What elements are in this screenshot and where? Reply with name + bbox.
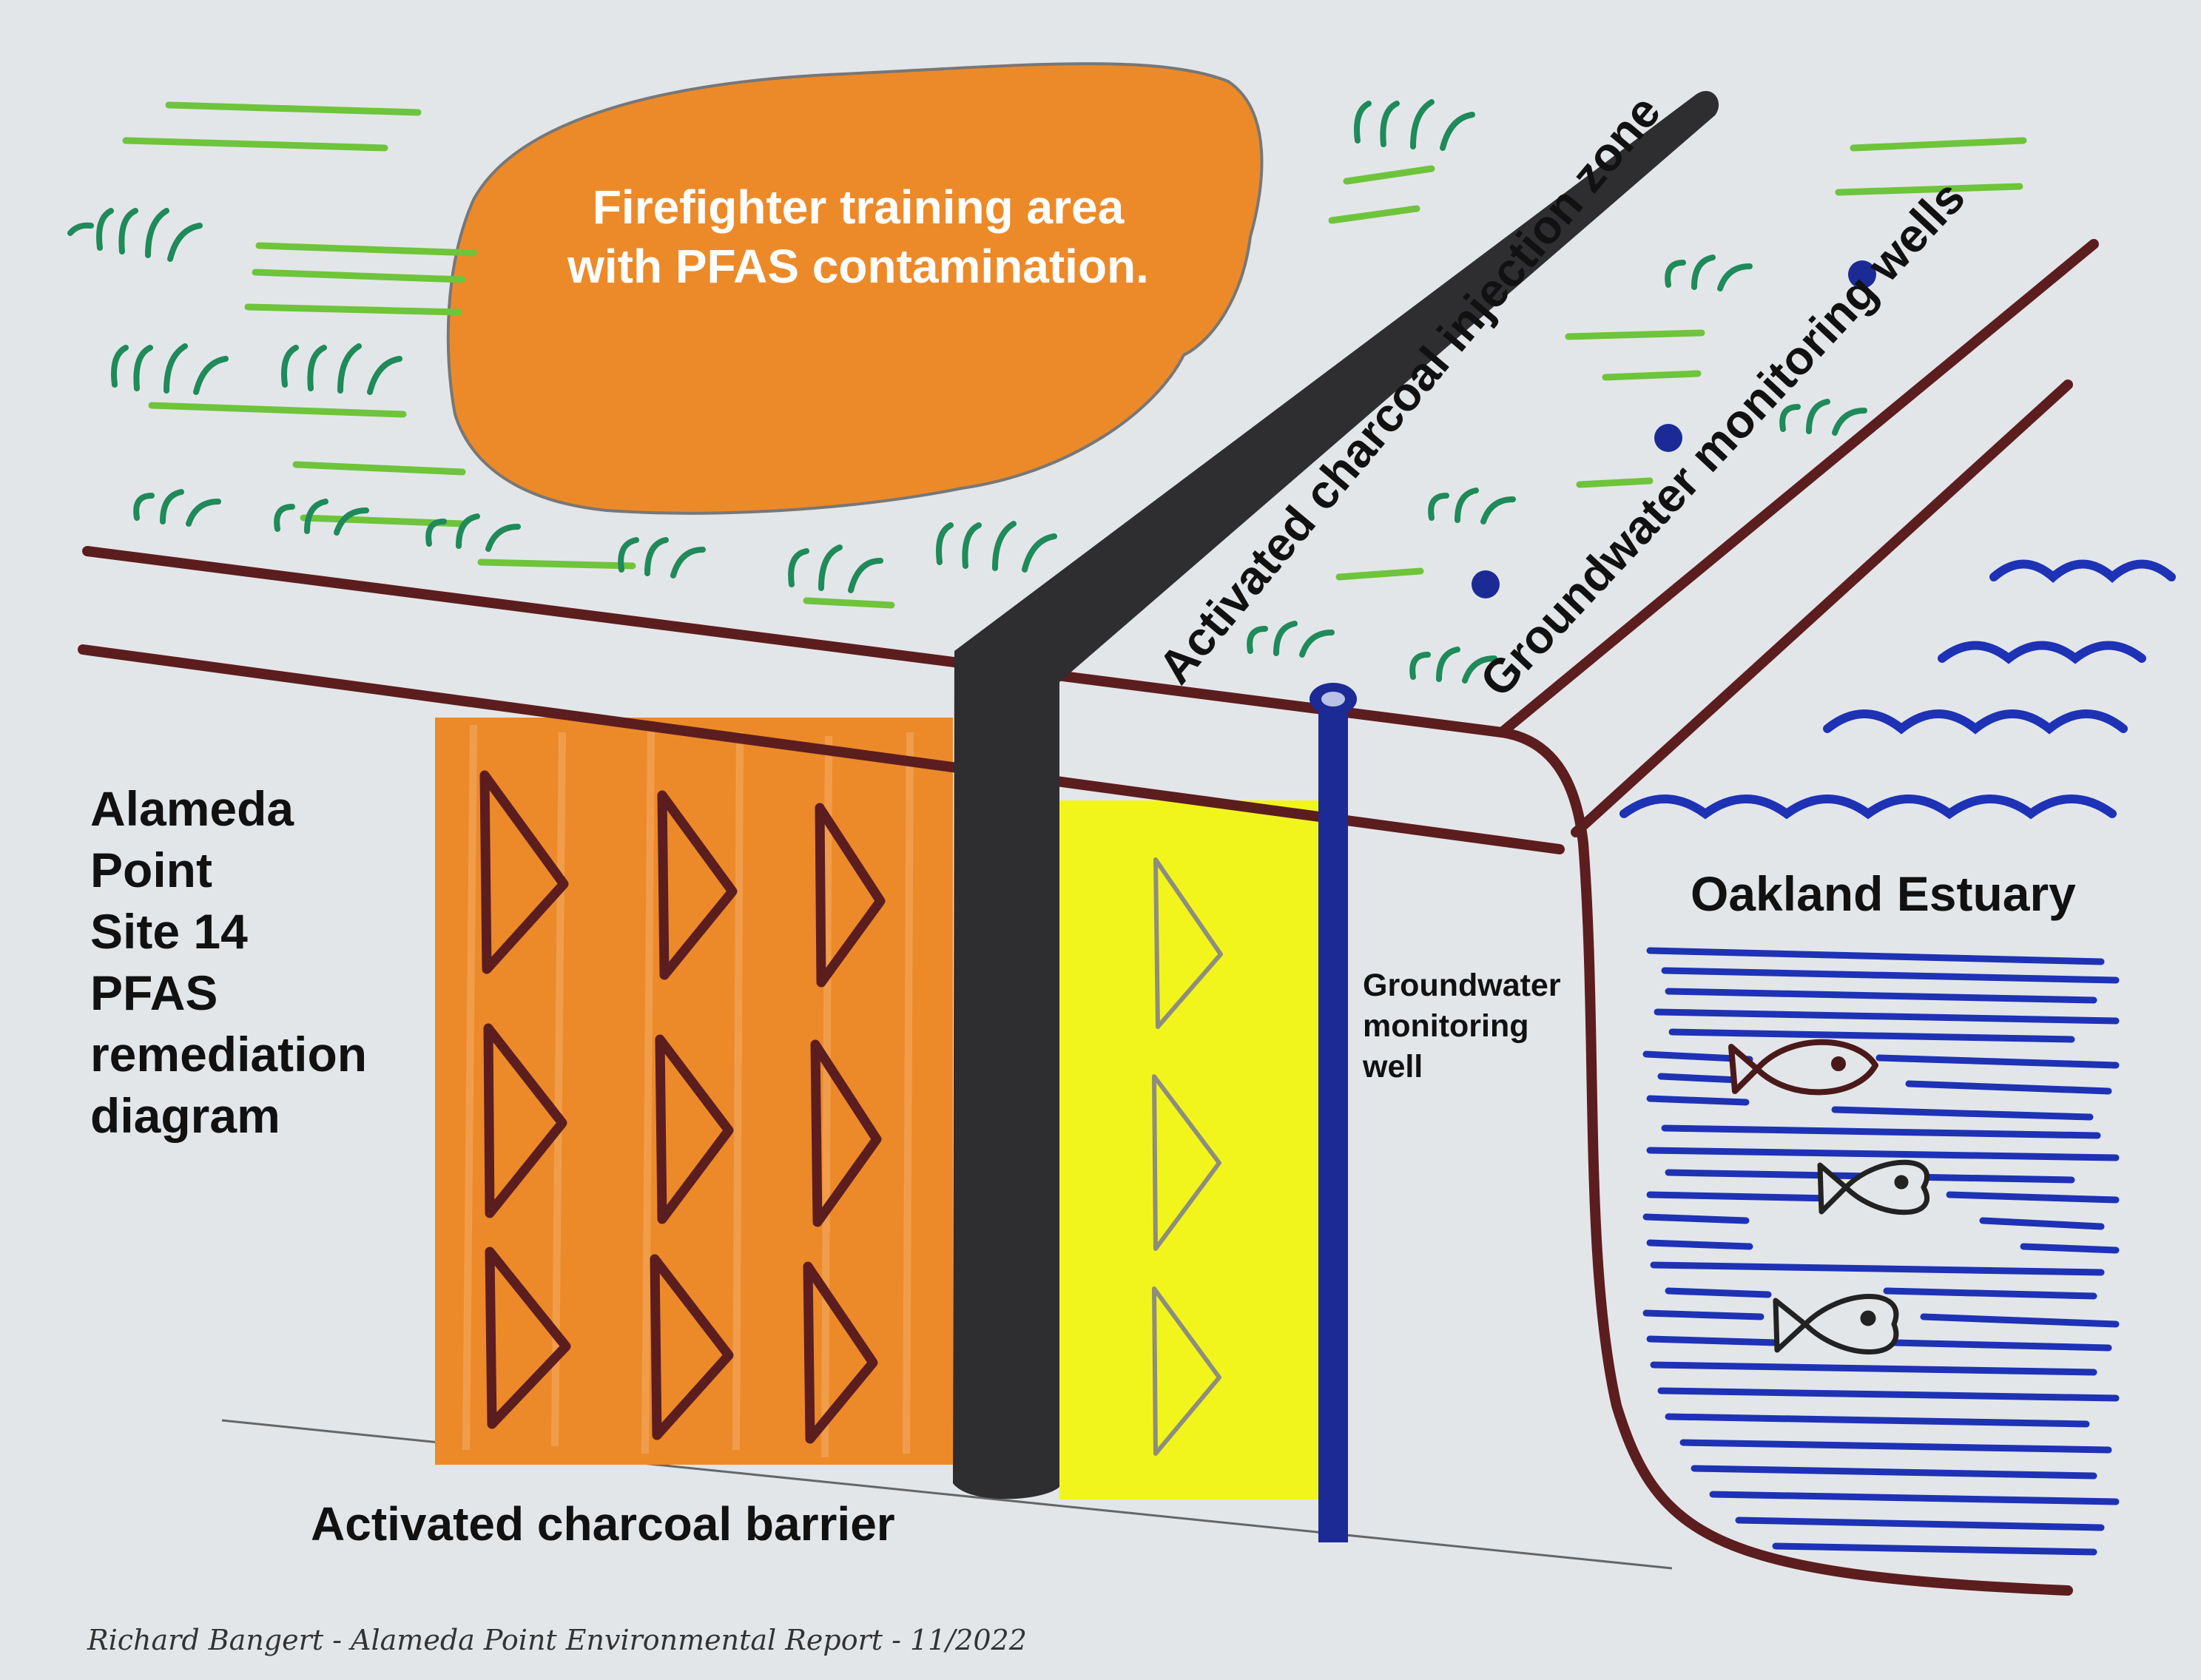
fire-area-label-line1: Firefighter training area <box>592 181 1125 234</box>
fish-icon <box>1773 1294 1899 1355</box>
triangle-marker-icon <box>1152 1074 1221 1251</box>
barrier-label: Activated charcoal barrier <box>311 1497 895 1551</box>
road-lines <box>78 239 2099 1596</box>
yellow-zone-markers <box>1152 857 1223 1456</box>
grass-tuft-icon <box>274 499 369 536</box>
contamination-blob <box>446 62 1264 515</box>
triangle-marker-icon <box>803 1261 878 1444</box>
grass-tuft-icon <box>1247 621 1335 658</box>
charcoal-injection-zone <box>953 91 1719 1499</box>
triangle-marker-icon <box>810 1039 882 1227</box>
wave-icon <box>1938 641 2146 664</box>
well-dot-icon <box>1848 260 1876 289</box>
triangle-marker-icon <box>485 1246 571 1429</box>
wave-icon <box>1823 709 2128 735</box>
grass-tuft-icon <box>1409 647 1497 684</box>
groundwater-monitoring-well <box>1310 683 1357 1542</box>
grass-tuft-icon <box>1354 99 1475 151</box>
monitoring-well-label: Groundwater monitoring well <box>1363 965 1561 1087</box>
well-dot-icon <box>1472 570 1500 598</box>
triangle-marker-icon <box>1152 1286 1221 1456</box>
monitoring-well-label-line2: monitoring <box>1363 1008 1529 1044</box>
title-line: diagram <box>90 1088 280 1143</box>
title-line: remediation <box>90 1027 368 1082</box>
triangle-marker-icon <box>655 1034 734 1224</box>
wave-icon <box>1989 559 2176 583</box>
grass-area <box>122 101 2027 609</box>
grass-tuft-icon <box>1428 488 1516 524</box>
orange-zone-markers <box>479 770 886 1444</box>
charcoal-barrier-yellow <box>1059 800 1320 1499</box>
grass-tuft-icon <box>133 489 221 527</box>
grass-tuft-icon <box>1665 254 1753 291</box>
triangle-marker-icon <box>815 803 886 988</box>
grass-tuft-icon <box>936 521 1057 573</box>
grass-tuft-icon <box>788 544 883 593</box>
monitoring-well-label-line3: well <box>1363 1049 1423 1084</box>
well-dot-icon <box>1654 424 1682 452</box>
grass-tufts <box>67 99 1867 684</box>
grass-tuft-icon <box>618 537 706 578</box>
triangle-marker-icon <box>1153 857 1223 1029</box>
credit-line: Richard Bangert - Alameda Point Environm… <box>87 1624 1027 1656</box>
estuary-waves <box>1619 559 2176 820</box>
triangle-marker-icon <box>479 770 569 974</box>
diagram-title: Alameda Point Site 14 PFAS remediation d… <box>90 778 367 1147</box>
monitoring-well-label-line1: Groundwater <box>1363 968 1561 1003</box>
grass-tuft-icon <box>1779 399 1867 436</box>
triangle-marker-icon <box>483 1023 567 1218</box>
grass-tuft-icon <box>425 513 521 552</box>
fire-area-label-line2: with PFAS contamination. <box>567 240 1149 293</box>
title-line: PFAS <box>90 965 218 1020</box>
fish-icon <box>1817 1159 1929 1215</box>
title-line: Point <box>90 843 212 897</box>
estuary-label: Oakland Estuary <box>1691 866 2076 921</box>
title-line: Alameda <box>90 781 294 836</box>
estuary-water <box>1642 947 2120 1556</box>
grass-tuft-icon <box>111 343 229 395</box>
triangle-marker-icon <box>657 790 738 980</box>
wave-icon <box>1619 795 2117 820</box>
grass-tuft-icon <box>67 208 203 262</box>
fish-icon <box>1728 1039 1878 1096</box>
triangle-marker-icon <box>650 1254 734 1440</box>
fire-area-label: Firefighter training area with PFAS cont… <box>518 178 1199 296</box>
grass-tuft-icon <box>281 343 402 395</box>
title-line: Site 14 <box>90 904 248 959</box>
monitoring-well-dots <box>1472 260 1876 598</box>
